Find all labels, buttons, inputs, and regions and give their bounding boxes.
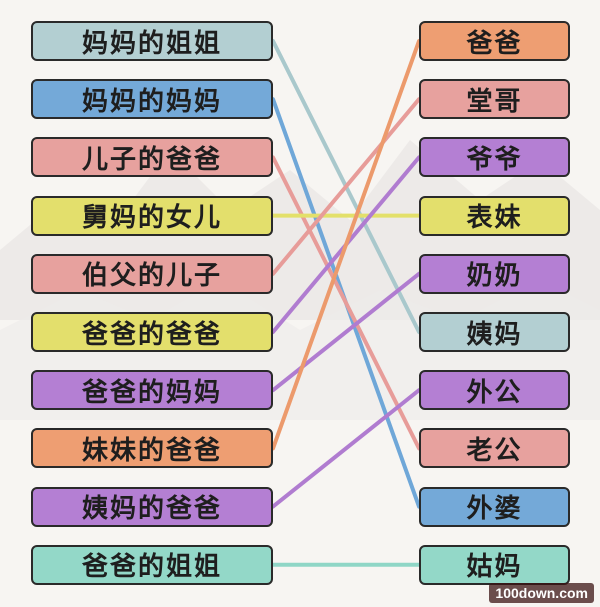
left-item[interactable]: 舅妈的女儿 bbox=[31, 195, 273, 236]
right-item[interactable]: 爷爷 bbox=[419, 137, 570, 178]
right-item[interactable]: 姨妈 bbox=[419, 312, 570, 352]
left-item[interactable]: 儿子的爸爸 bbox=[31, 137, 273, 178]
left-item[interactable]: 姨妈的爸爸 bbox=[31, 486, 273, 527]
right-item[interactable]: 表妹 bbox=[419, 195, 570, 236]
left-item[interactable]: 爸爸的姐姐 bbox=[31, 544, 273, 585]
connection-line bbox=[271, 155, 421, 451]
right-item[interactable]: 爸爸 bbox=[419, 21, 570, 61]
left-item[interactable]: 妈妈的妈妈 bbox=[31, 79, 273, 120]
left-item[interactable]: 伯父的儿子 bbox=[31, 253, 273, 294]
right-item[interactable]: 外婆 bbox=[419, 486, 570, 527]
right-item[interactable]: 奶奶 bbox=[419, 253, 570, 294]
left-item[interactable]: 爸爸的爸爸 bbox=[31, 312, 273, 352]
right-item[interactable]: 堂哥 bbox=[419, 79, 570, 120]
left-item[interactable]: 妹妹的爸爸 bbox=[31, 428, 273, 469]
connection-line bbox=[271, 388, 421, 509]
connection-line bbox=[271, 271, 421, 393]
right-item[interactable]: 姑妈 bbox=[419, 544, 570, 585]
connection-line bbox=[271, 97, 421, 276]
site-watermark: 100down.com bbox=[489, 583, 594, 603]
right-item[interactable]: 外公 bbox=[419, 370, 570, 411]
connection-line bbox=[271, 39, 421, 451]
left-item[interactable]: 妈妈的姐姐 bbox=[31, 21, 273, 61]
left-item[interactable]: 爸爸的妈妈 bbox=[31, 370, 273, 411]
right-item[interactable]: 老公 bbox=[419, 428, 570, 469]
